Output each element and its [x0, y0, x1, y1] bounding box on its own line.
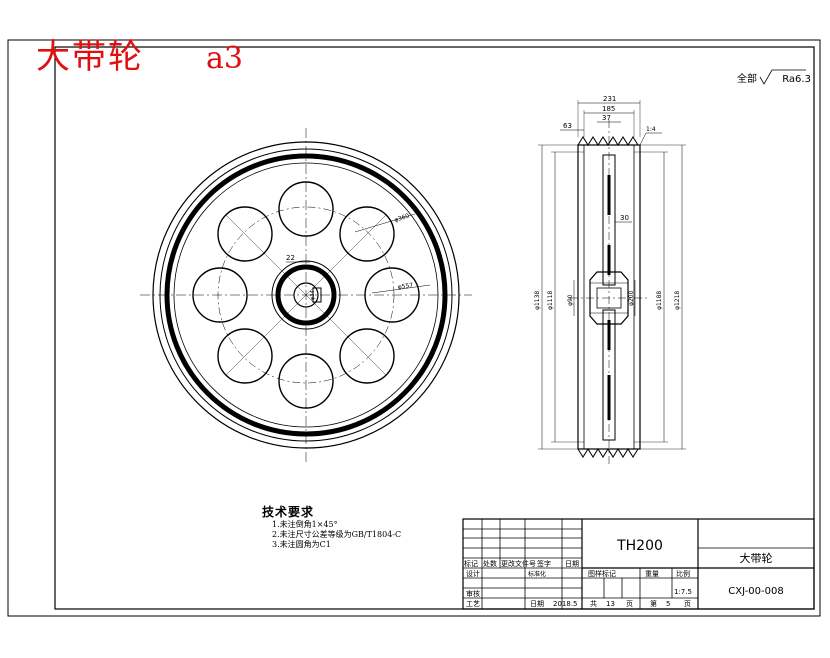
circle-b-label: φ557	[397, 282, 413, 291]
dim-hub-left: φ90	[567, 294, 574, 306]
rev-header-count: 处数	[483, 559, 497, 568]
current-value: 5	[666, 600, 670, 608]
drawing-title: TH200	[616, 538, 663, 554]
hole-left	[192, 267, 248, 323]
hole-right	[364, 267, 420, 323]
hole-top-left	[217, 206, 273, 262]
tech-requirements: 技术要求 1.未注倒角1×45° 2.未注尺寸公差等级为GB/T1804-C 3…	[262, 503, 401, 550]
rev-header-mark: 标记	[464, 559, 478, 568]
hub-bore-label: φ34	[310, 290, 316, 300]
front-view	[140, 128, 472, 462]
hole-cross-lines	[225, 214, 387, 376]
dim-slope: 1:4	[646, 126, 656, 133]
roughness-icon	[759, 69, 806, 85]
stage-label: 图样标记	[588, 569, 616, 578]
design-label: 设计	[466, 569, 480, 578]
dim-dia-outer-left: φ1138	[534, 291, 541, 310]
grooves-bottom	[577, 448, 639, 458]
total-value: 13	[606, 600, 615, 608]
dim-dia-right-b: φ1218	[674, 291, 681, 310]
tech-item: 2.未注尺寸公差等级为GB/T1804-C	[272, 530, 402, 539]
hub-outer-circle	[271, 260, 341, 330]
circle-b-leader	[371, 284, 431, 294]
date-value: 2018.5	[553, 600, 578, 608]
dim-left-offset: 63	[563, 122, 572, 130]
hole-top-right	[339, 206, 395, 262]
hole-top	[278, 181, 334, 237]
design-value: 标准化	[528, 570, 546, 578]
inner-frame	[54, 46, 815, 610]
lightening-holes	[192, 181, 420, 409]
roughness-prefix: 全部	[737, 74, 757, 85]
rim-outline	[577, 144, 641, 450]
bore-circle	[293, 282, 319, 308]
hole-bottom	[278, 353, 334, 409]
circle-a-label: φ360	[393, 212, 410, 223]
scale-label: 比例	[676, 569, 690, 578]
current-page-unit: 页	[684, 600, 691, 608]
rev-header-docno: 更改文件号	[501, 559, 536, 568]
weight-label: 重量	[645, 570, 659, 578]
dim-top-overall: 231	[603, 95, 616, 103]
part-name: 大带轮	[740, 551, 773, 565]
dim-top-inner: 37	[602, 114, 611, 122]
header-sheet-size: a3	[206, 41, 243, 76]
dim-top-mid: 185	[602, 105, 615, 113]
rev-header-date: 日期	[565, 560, 579, 568]
grooves-top	[577, 136, 639, 146]
review-label: 审核	[466, 589, 480, 598]
date-label: 日期	[530, 600, 544, 608]
rev-header-sign: 签字	[537, 559, 551, 568]
keyway-width-label: 22	[286, 254, 295, 262]
header-title: 大带轮 a3	[36, 40, 243, 74]
dim-hub-right: φ200	[628, 290, 635, 306]
current-label: 第	[650, 599, 657, 608]
hub-thick-circle	[275, 264, 337, 326]
tech-heading: 技术要求	[262, 505, 315, 519]
roughness-note: 全部 Ra6.3	[737, 70, 811, 85]
slope-leader	[639, 132, 662, 146]
dim-web-thickness: 30	[620, 214, 629, 222]
tech-item: 1.未注倒角1×45°	[272, 520, 338, 529]
section-view	[538, 100, 686, 465]
hole-bottom-left	[217, 328, 273, 384]
process-label: 工艺	[466, 600, 480, 608]
dim-dia-inner-left: φ1118	[547, 291, 554, 310]
hole-bottom-right	[339, 328, 395, 384]
hub-section	[589, 271, 629, 325]
web-outer-circle	[173, 162, 439, 428]
roughness-value: Ra6.3	[782, 74, 811, 85]
circle-a-leader	[354, 213, 416, 233]
title-block-lines	[462, 518, 815, 610]
dim-dia-right-a: φ1188	[656, 291, 663, 310]
tech-item: 3.未注圆角为C1	[272, 540, 331, 549]
drawing-number: CXJ-00-008	[728, 586, 783, 597]
header-part-name: 大带轮	[36, 37, 144, 77]
outer-frame	[7, 39, 821, 617]
scale-value: 1:7.5	[674, 588, 692, 596]
total-page-unit: 页	[626, 600, 633, 608]
total-label: 共	[590, 599, 597, 608]
keyway	[312, 287, 322, 303]
